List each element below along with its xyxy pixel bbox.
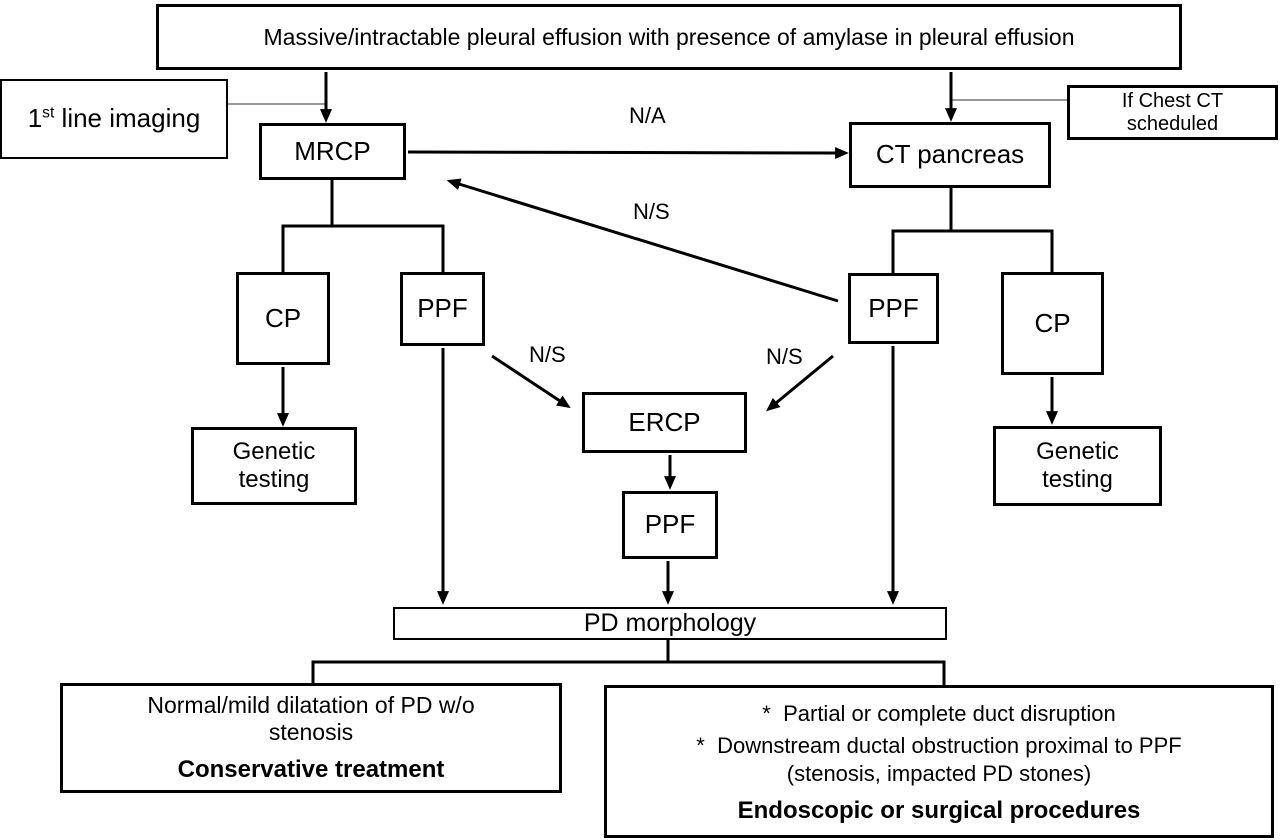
conservative-bold: Conservative treatment xyxy=(177,756,445,784)
arrow-ppfright-to-ercp xyxy=(766,354,834,412)
node-ercp: ERCP xyxy=(582,392,747,453)
tree-ctpancreas-branches xyxy=(891,186,1054,275)
node-ppf-right: PPF xyxy=(848,273,939,344)
node-cp-right-label: CP xyxy=(1034,307,1071,338)
node-if-chest-ct: If Chest CT scheduled xyxy=(1067,85,1278,140)
conservative-line2: stenosis xyxy=(268,718,354,745)
node-conservative-treatment: Normal/mild dilatation of PD w/o stenosi… xyxy=(60,683,562,793)
edge-label-ns-left: N/S xyxy=(529,342,566,367)
node-pd-morphology-label: PD morphology xyxy=(583,609,757,638)
node-endoscopic-surgical: * Partial or complete duct disruption * … xyxy=(604,685,1274,838)
tree-pd-split xyxy=(311,638,946,688)
node-ppf-left-label: PPF xyxy=(417,293,468,324)
node-ercp-label: ERCP xyxy=(628,406,701,437)
if-chest-ct-line2: scheduled xyxy=(1126,112,1219,135)
genetic-right-line1: Genetic xyxy=(1036,438,1119,466)
node-cp-left: CP xyxy=(236,272,330,365)
arrow-ppfright-to-mrcp xyxy=(446,178,839,303)
arrow-mrcp-to-ctpancreas xyxy=(407,146,849,159)
edge-label-na: N/A xyxy=(629,103,666,128)
node-genetic-testing-left: Genetic testing xyxy=(191,427,357,505)
conservative-line1: Normal/mild dilatation of PD w/o xyxy=(147,692,475,719)
node-pleural-effusion: Massive/intractable pleural effusion wit… xyxy=(156,4,1182,70)
endoscopic-bold: Endoscopic or surgical procedures xyxy=(737,797,1141,825)
edge-label-ns-to-mrcp: N/S xyxy=(633,199,670,224)
if-chest-ct-line1: If Chest CT xyxy=(1121,89,1224,112)
node-ppf-mid-label: PPF xyxy=(644,509,696,540)
endoscopic-bullet1: * Partial or complete duct disruption xyxy=(762,701,1116,727)
node-ct-pancreas-label: CT pancreas xyxy=(875,139,1025,170)
node-ppf-right-label: PPF xyxy=(868,292,919,323)
node-pd-morphology: PD morphology xyxy=(393,607,947,640)
genetic-left-line1: Genetic xyxy=(232,438,316,466)
node-pleural-effusion-label: Massive/intractable pleural effusion wit… xyxy=(263,23,1075,50)
genetic-right-line2: testing xyxy=(1042,466,1113,493)
endoscopic-bullet2b: (stenosis, impacted PD stones) xyxy=(786,760,1092,786)
node-ppf-left: PPF xyxy=(400,272,485,346)
node-genetic-testing-right: Genetic testing xyxy=(993,426,1162,506)
node-first-line-imaging-label: 1st line imaging xyxy=(27,103,201,134)
edge-label-ns-right: N/S xyxy=(766,344,803,369)
first-line-imaging-rest: line imaging xyxy=(54,103,201,134)
tree-mrcp-branches xyxy=(281,176,445,274)
endoscopic-bullet2: * Downstream ductal obstruction proximal… xyxy=(696,732,1182,758)
node-cp-left-label: CP xyxy=(264,302,302,333)
node-ct-pancreas: CT pancreas xyxy=(849,122,1051,188)
node-mrcp-label: MRCP xyxy=(294,135,371,166)
first-line-imaging-base: 1 xyxy=(27,103,43,134)
node-mrcp: MRCP xyxy=(259,123,406,180)
node-cp-right: CP xyxy=(1001,272,1104,375)
first-line-imaging-sup: st xyxy=(42,104,55,122)
node-ppf-mid: PPF xyxy=(622,491,718,559)
genetic-left-line2: testing xyxy=(238,466,310,493)
arrow-ppfleft-to-ercp xyxy=(491,354,571,409)
node-first-line-imaging: 1st line imaging xyxy=(0,79,228,159)
